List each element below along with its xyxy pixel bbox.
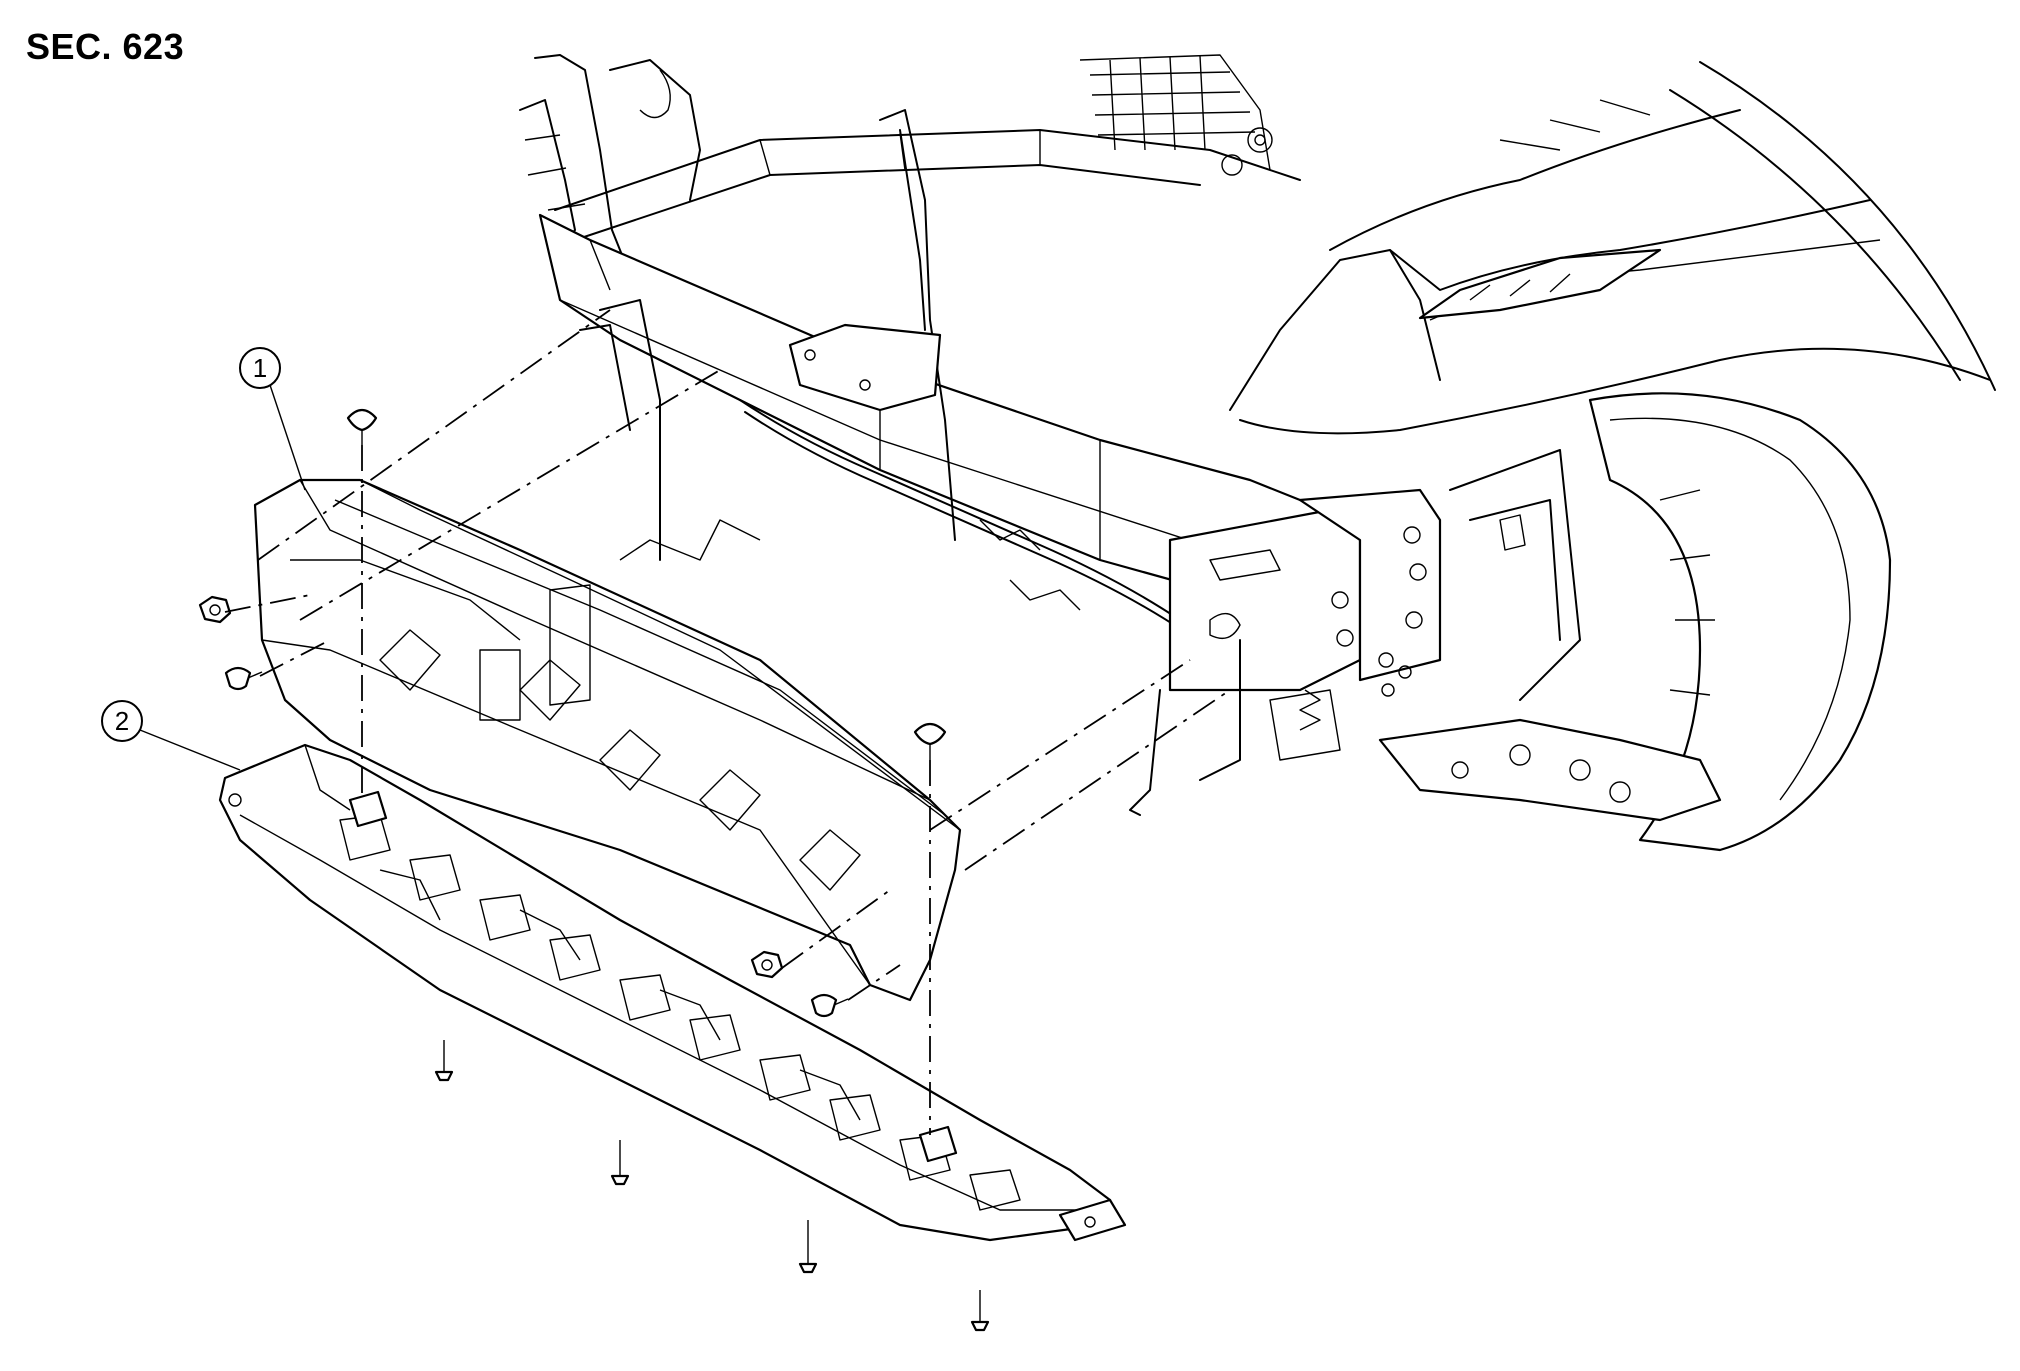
part-1-bumper-absorber	[253, 478, 962, 1002]
callout-1: 1	[239, 347, 281, 389]
callout-1-label: 1	[253, 353, 267, 383]
assembly-lines	[139, 309, 1231, 1314]
screw-1	[434, 1064, 454, 1082]
pin-right	[810, 993, 849, 1018]
callout-2: 2	[101, 700, 143, 742]
vehicle-front-structure	[519, 54, 1996, 852]
callout-1-leader	[269, 384, 306, 491]
screw-4	[970, 1314, 990, 1332]
part-2-front-under-cover	[218, 743, 1127, 1242]
nut-left	[198, 595, 232, 624]
clip-upper-right	[913, 722, 947, 760]
screw-3	[798, 1256, 818, 1274]
pin-left	[224, 666, 263, 691]
section-title: SEC. 623	[26, 26, 185, 67]
fasteners	[198, 408, 990, 1332]
nut-right	[750, 950, 784, 979]
screw-2	[610, 1168, 630, 1186]
callout-2-leader	[139, 729, 241, 771]
clip-upper-left	[346, 408, 378, 445]
callout-2-label: 2	[115, 706, 129, 736]
